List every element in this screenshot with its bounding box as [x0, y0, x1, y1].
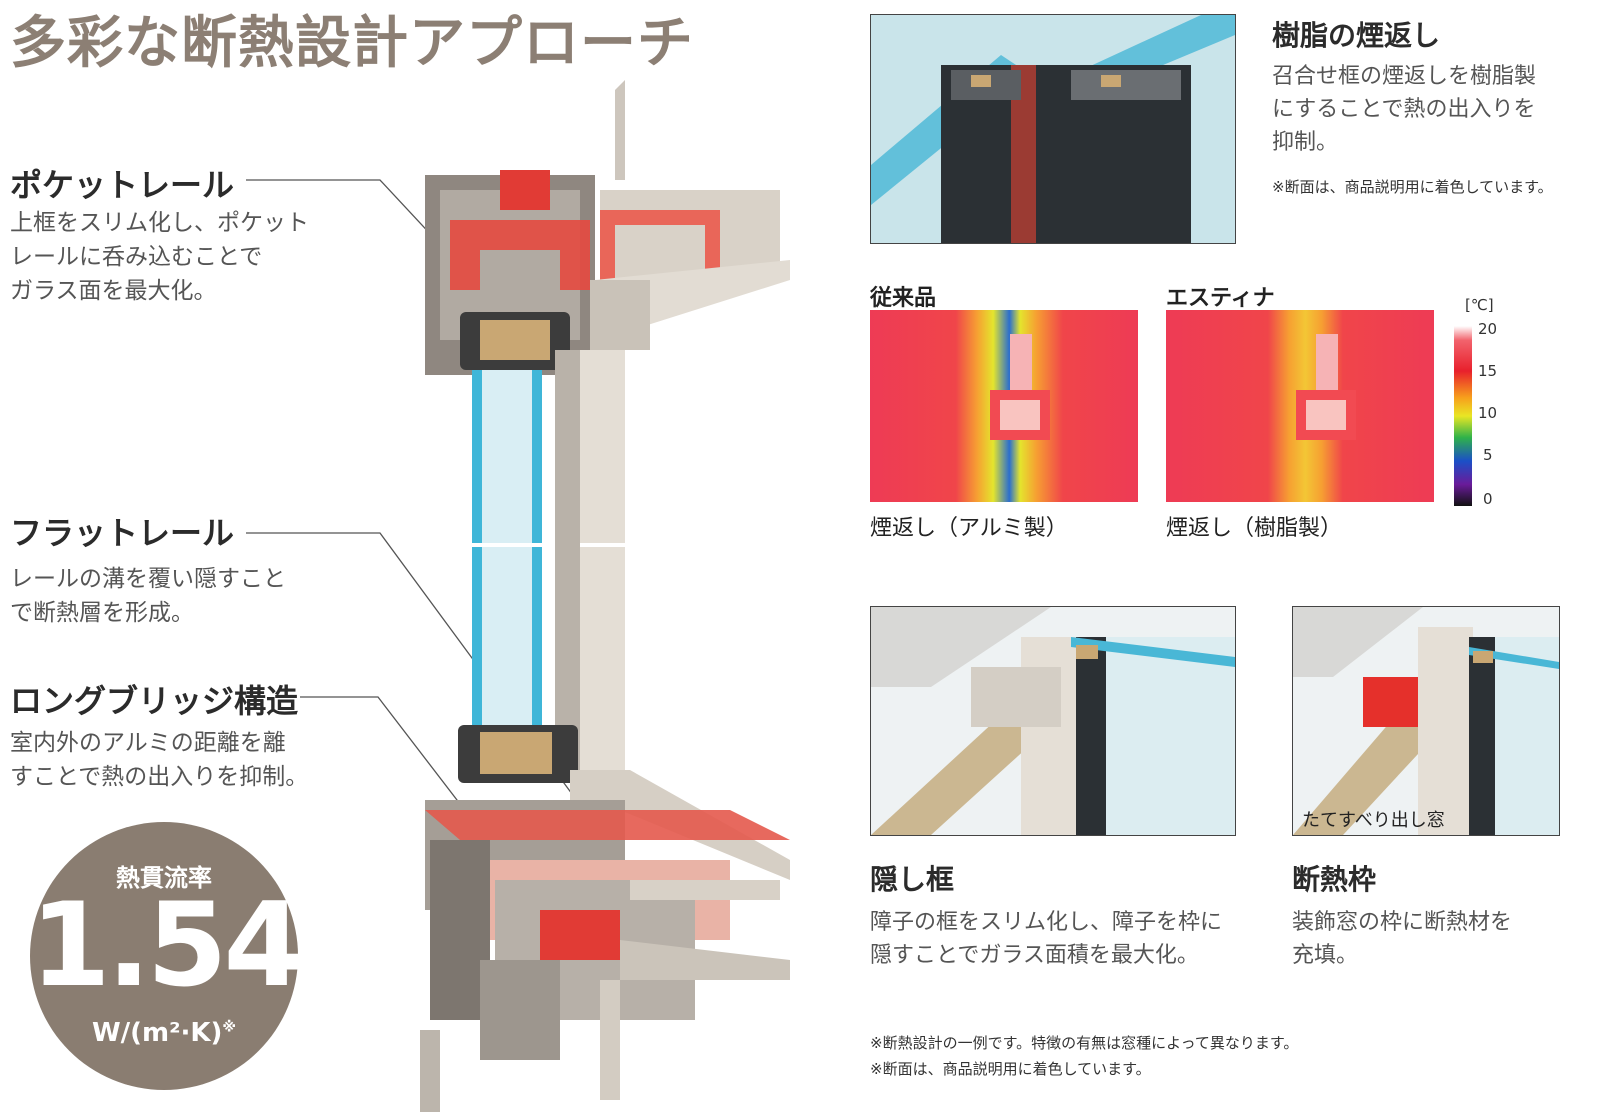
thermo-right-caption: 煙返し（樹脂製）	[1166, 516, 1343, 541]
desc-line: 充填。	[1292, 943, 1359, 968]
desc-line: で断熱層を形成。	[10, 600, 194, 626]
resin-note: ※断面は、商品説明用に着色しています。	[1272, 178, 1553, 196]
feature-title-pocket-rail: ポケットレール	[10, 166, 235, 204]
badge-unit: W/(m²·K)※	[30, 1018, 298, 1048]
insulated-frame-photo-label: たてすべり出し窓	[1302, 810, 1445, 831]
feature-desc-pocket-rail: 上框をスリム化し、ポケット レールに呑み込むことで ガラス面を最大化。	[10, 206, 309, 308]
desc-line: 装飾窓の枠に断熱材を	[1292, 910, 1513, 935]
desc-line: ガラス面を最大化。	[10, 278, 217, 304]
feature-title-long-bridge: ロングブリッジ構造	[10, 682, 299, 720]
desc-line: 上框をスリム化し、ポケット	[10, 210, 309, 236]
scale-label-20: 20	[1478, 320, 1498, 338]
hidden-frame-title: 隠し框	[870, 863, 955, 896]
desc-line: 障子の框をスリム化し、障子を枠に	[870, 910, 1223, 935]
resin-title: 樹脂の煙返し	[1272, 19, 1441, 52]
window-cross-section-illustration	[420, 80, 790, 1112]
desc-line: 召合せ框の煙返しを樹脂製	[1272, 64, 1537, 89]
scale-label-0: 0	[1483, 490, 1493, 508]
thermo-left-caption: 煙返し（アルミ製）	[870, 516, 1068, 541]
page-title: 多彩な断熱設計アプローチ	[10, 11, 694, 76]
resin-desc: 召合せ框の煙返しを樹脂製 にすることで熱の出入りを 抑制。	[1272, 60, 1536, 159]
thermo-image-conventional	[870, 310, 1138, 502]
desc-line: にすることで熱の出入りを	[1272, 97, 1536, 122]
insulated-frame-photo	[1292, 606, 1560, 836]
footnote-1: ※断熱設計の一例です。特徴の有無は窓種によって異なります。	[870, 1034, 1299, 1052]
u-value-badge: 熱貫流率 1.54 W/(m²·K)※	[30, 822, 304, 1090]
thermo-image-estina	[1166, 310, 1434, 502]
hidden-frame-art	[871, 607, 1235, 835]
footnote-2: ※断面は、商品説明用に着色しています。	[870, 1060, 1151, 1078]
scale-label-15: 15	[1478, 362, 1498, 380]
thermo-unit: [℃]	[1465, 296, 1494, 314]
desc-line: 隠すことでガラス面積を最大化。	[870, 943, 1199, 968]
badge-unit-text: W/(m²·K)	[91, 1018, 223, 1048]
resin-smoke-stop-photo	[870, 14, 1236, 244]
desc-line: レールの溝を覆い隠すこと	[10, 566, 286, 592]
desc-line: レールに呑み込むことで	[10, 244, 263, 270]
feature-desc-flat-rail: レールの溝を覆い隠すこと で断熱層を形成。	[10, 562, 286, 630]
thermo-color-scale	[1454, 326, 1472, 506]
desc-line: 抑制。	[1272, 130, 1339, 155]
resin-photo-art	[871, 15, 1235, 243]
thermo-right-label: エスティナ	[1166, 286, 1275, 311]
badge-label: 熱貫流率	[116, 864, 212, 892]
feature-desc-long-bridge: 室内外のアルミの距離を離 すことで熱の出入りを抑制。	[10, 726, 308, 794]
insulated-frame-art	[1293, 607, 1559, 835]
desc-line: 室内外のアルミの距離を離	[10, 730, 286, 756]
thermo-left-label: 従来品	[870, 286, 937, 311]
feature-title-flat-rail: フラットレール	[10, 514, 235, 552]
hidden-frame-photo	[870, 606, 1236, 836]
badge-unit-mark: ※	[222, 1019, 237, 1036]
desc-line: すことで熱の出入りを抑制。	[10, 764, 309, 790]
scale-label-5: 5	[1483, 446, 1493, 464]
insulated-frame-title: 断熱枠	[1292, 863, 1377, 896]
scale-label-10: 10	[1478, 404, 1498, 422]
hidden-frame-desc: 障子の框をスリム化し、障子を枠に 隠すことでガラス面積を最大化。	[870, 906, 1222, 972]
insulated-frame-desc: 装飾窓の枠に断熱材を 充填。	[1292, 906, 1512, 972]
badge-value: 1.54	[30, 878, 304, 1013]
